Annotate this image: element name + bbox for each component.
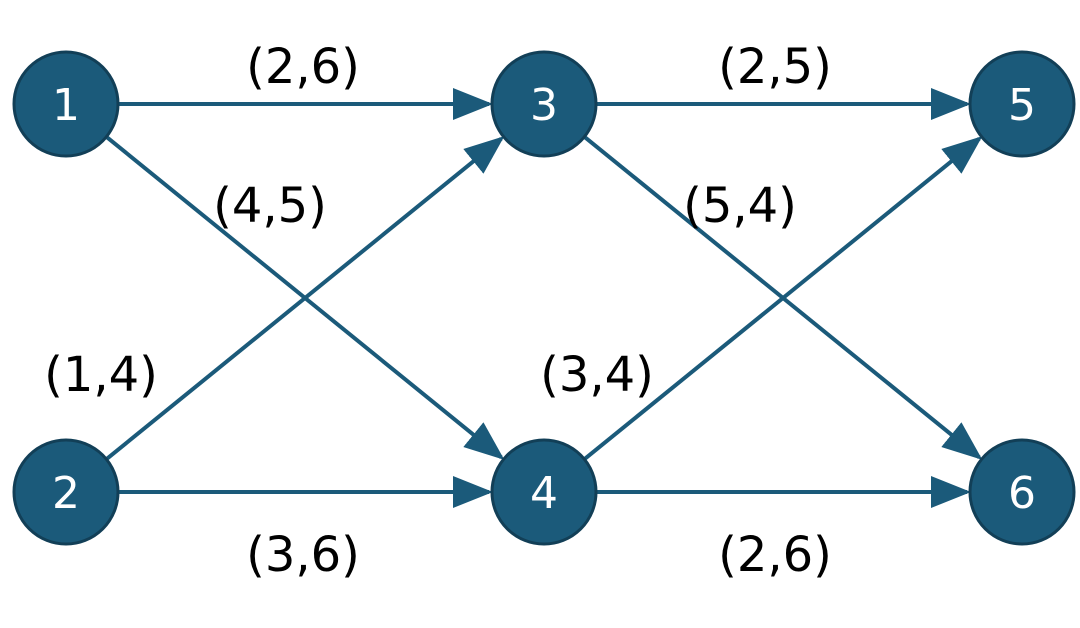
node-5: 5 [968,50,1076,158]
node-circle-4 [490,438,598,546]
node-label-1: 1 [52,80,80,131]
node-circle-5 [968,50,1076,158]
node-circle-2 [12,438,120,546]
node-2: 2 [12,438,120,546]
node-1: 1 [12,50,120,158]
edge-label-2-3: (1,4) [44,347,158,403]
edge-labels-layer: (2,6) (4,5) (1,4) (3,6) (2,5) (5,4) (3,4) (2,6) [44,39,832,583]
edge-label-4-6: (2,6) [718,527,832,583]
edge-label-1-3: (2,6) [246,39,360,95]
node-4: 4 [490,438,598,546]
node-6: 6 [968,438,1076,546]
edges-layer [105,88,983,508]
nodes-layer: 1 2 3 4 5 6 [12,50,1076,546]
node-circle-3 [490,50,598,158]
node-label-4: 4 [530,468,558,519]
edge-label-4-5: (3,4) [540,347,654,403]
node-label-3: 3 [530,80,558,131]
edge-label-1-4: (4,5) [213,178,327,234]
node-label-6: 6 [1008,468,1036,519]
edge-4-5 [583,136,983,461]
edge-label-3-5: (2,5) [718,39,832,95]
node-circle-1 [12,50,120,158]
node-label-2: 2 [52,468,80,519]
node-label-5: 5 [1008,80,1036,131]
node-circle-6 [968,438,1076,546]
edge-label-2-4: (3,6) [246,527,360,583]
edge-label-3-6: (5,4) [683,178,797,234]
edge-2-3 [105,136,505,461]
node-3: 3 [490,50,598,158]
